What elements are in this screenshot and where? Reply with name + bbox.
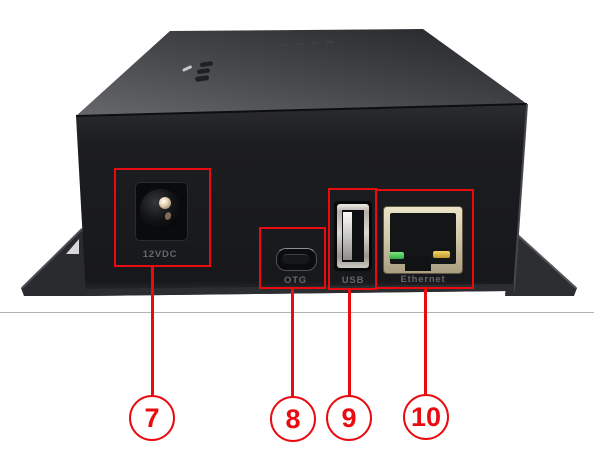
callout-number-7: 7: [144, 403, 160, 433]
dc-jack-center-pin: [159, 197, 171, 209]
ethernet-port-label: Ethernet: [400, 274, 446, 285]
top-print-mark: [182, 65, 192, 72]
callout-circle-10: 10: [403, 394, 449, 440]
dc-power-jack: [135, 182, 188, 241]
callout-number-10: 10: [410, 402, 442, 432]
usb-tongue: [343, 212, 352, 260]
flange-right-edge-highlight: [510, 228, 577, 289]
ethernet-bottom-notch: [405, 256, 431, 271]
otg-port-label: OTG: [284, 275, 307, 286]
callout-line-ethernet: [424, 288, 427, 395]
callout-box-usb: [328, 188, 377, 290]
ethernet-rj45-port: [383, 206, 463, 274]
otg-port-slot: [282, 254, 309, 264]
callout-number-8: 8: [285, 404, 301, 434]
callout-circle-7: 7: [129, 395, 175, 441]
dc-jack-ring: [140, 189, 181, 230]
usb-port-label: USB: [341, 275, 365, 286]
callout-circle-9: 9: [326, 395, 372, 441]
callout-line-usb: [348, 289, 351, 396]
mounting-flange-left: [21, 228, 90, 296]
usb-a-port: [334, 201, 372, 271]
top-led-holes: [195, 61, 213, 82]
usb-metal-shell: [337, 204, 369, 268]
callout-line-12vdc: [151, 266, 154, 396]
ethernet-led-amber: [433, 251, 450, 258]
callout-box-ethernet: [375, 189, 474, 289]
dc-jack-label: 12VDC: [142, 249, 178, 260]
ethernet-led-green: [389, 252, 404, 259]
callout-line-otg: [291, 288, 294, 397]
right-edge-highlight: [513, 103, 528, 292]
top-vent-dashes: [281, 40, 335, 47]
background-divider-line: [0, 312, 594, 313]
usb-cavity: [342, 210, 364, 262]
flange-left-edge-highlight: [21, 228, 83, 289]
callout-circle-8: 8: [270, 396, 316, 442]
otg-usb-c-port: [276, 248, 317, 271]
mounting-flange-right: [505, 228, 577, 296]
flange-screw-notch: [66, 239, 79, 254]
callout-number-9: 9: [341, 403, 357, 433]
top-front-seam: [75, 103, 528, 117]
callout-box-otg: [259, 227, 326, 289]
callout-box-12vdc: [114, 168, 211, 267]
device-top-face: [76, 29, 527, 116]
